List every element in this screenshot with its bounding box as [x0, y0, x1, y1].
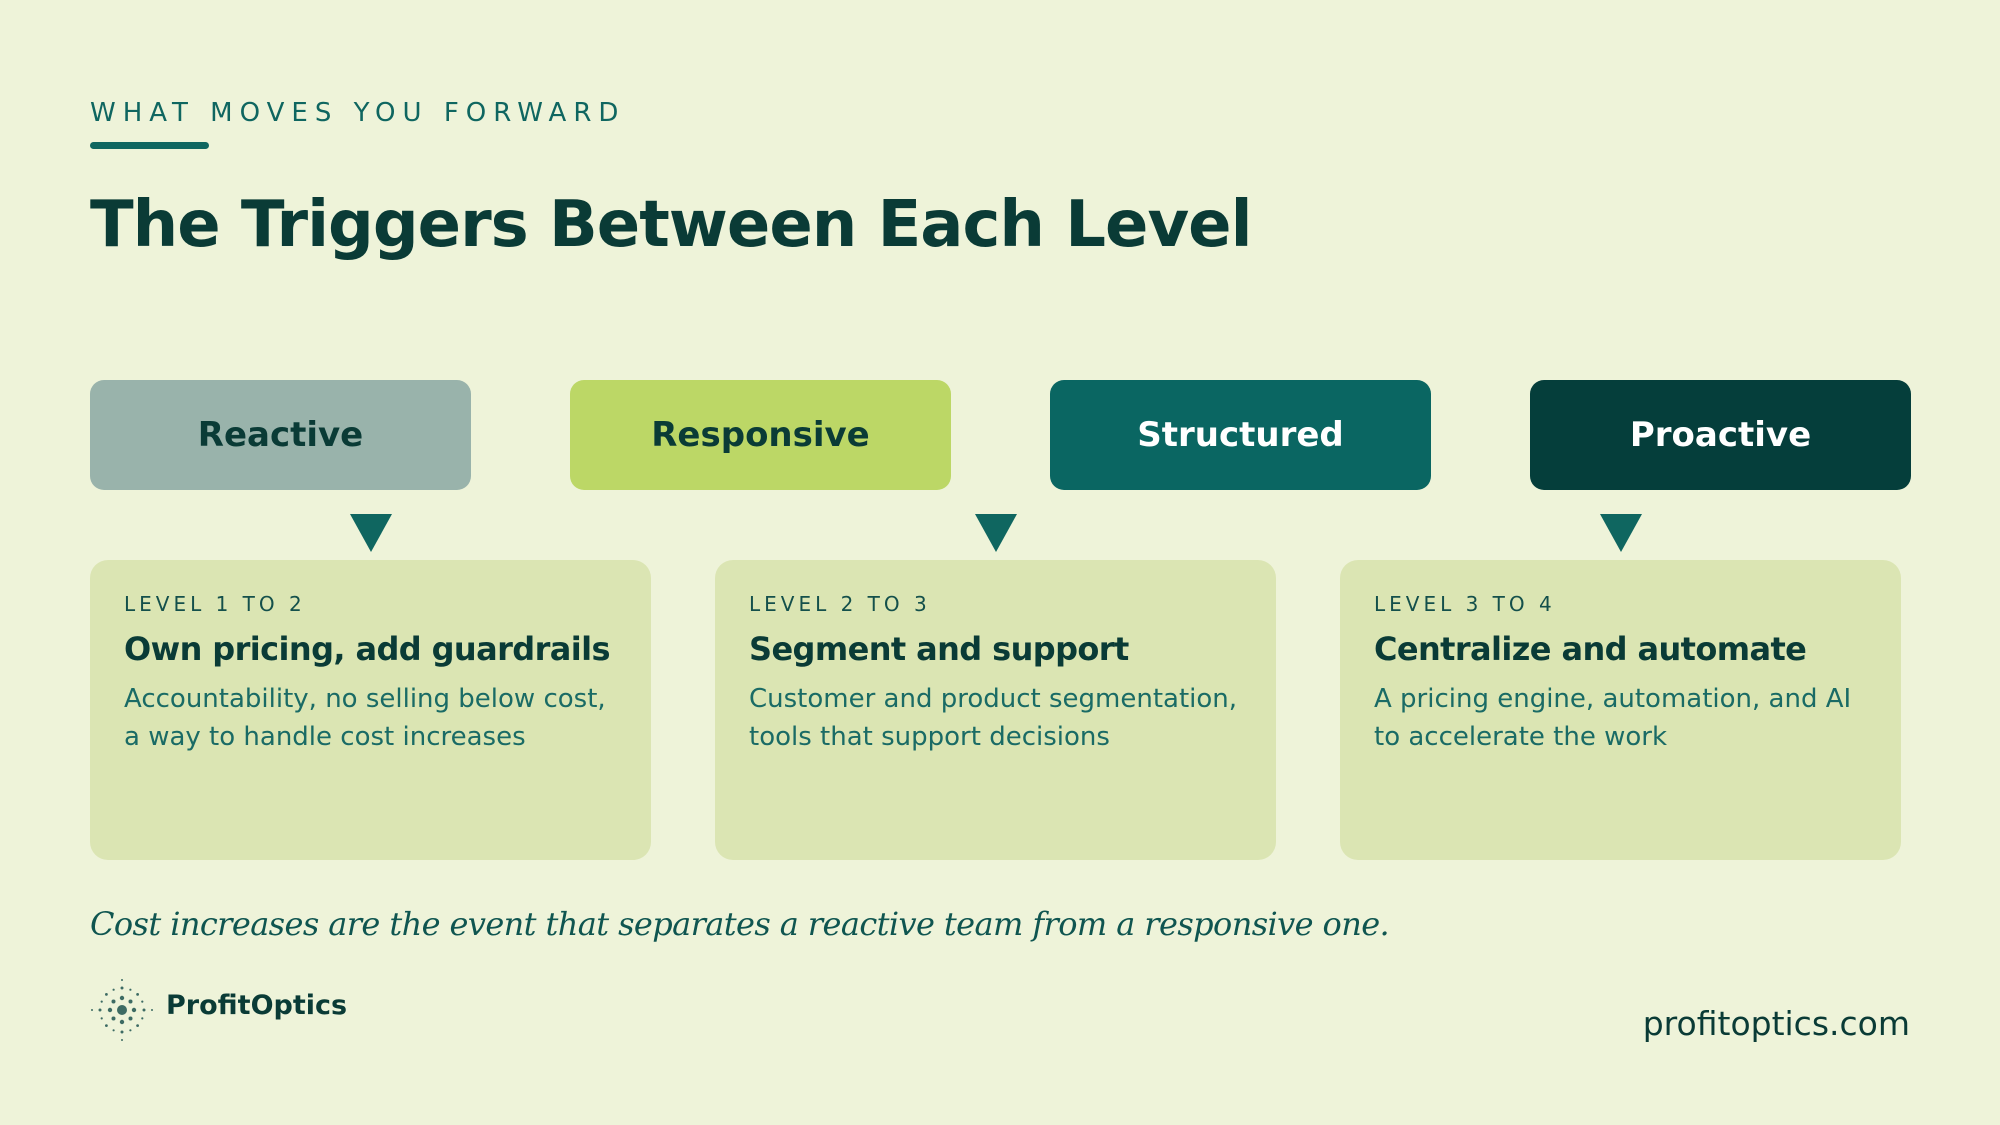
trigger-description: Accountability, no selling below cost, a… — [124, 684, 606, 752]
page-title: The Triggers Between Each Level — [90, 188, 1252, 262]
level-responsive: Responsive — [570, 380, 951, 490]
down-arrow-icon — [350, 514, 392, 552]
level-label: Responsive — [651, 415, 870, 455]
eyebrow-underline — [90, 142, 209, 149]
trigger-eyebrow: LEVEL 3 TO 4 — [1374, 592, 1556, 616]
level-label: Proactive — [1629, 415, 1812, 455]
brand-name: ProfitOptics — [166, 990, 348, 1021]
level-label: Reactive — [197, 415, 364, 455]
trigger-card-level-3-to-4: LEVEL 3 TO 4 Centralize and automate A p… — [1340, 560, 1901, 860]
level-proactive: Proactive — [1530, 380, 1911, 490]
trigger-heading: Segment and support — [749, 630, 1129, 668]
trigger-card-level-2-to-3: LEVEL 2 TO 3 Segment and support Custome… — [715, 560, 1276, 860]
level-label: Structured — [1137, 415, 1344, 455]
down-arrow-icon — [975, 514, 1017, 552]
trigger-description: Customer and product segmentation, tools… — [749, 684, 1238, 752]
level-structured: Structured — [1050, 380, 1431, 490]
level-reactive: Reactive — [90, 380, 471, 490]
section-eyebrow: WHAT MOVES YOU FORWARD — [90, 98, 626, 128]
trigger-heading: Own pricing, add guardrails — [124, 630, 611, 668]
trigger-eyebrow: LEVEL 1 TO 2 — [124, 592, 306, 616]
footnote: Cost increases are the event that separa… — [90, 905, 1390, 943]
radial-dots-logo-icon — [91, 979, 153, 1041]
down-arrow-icon — [1600, 514, 1642, 552]
trigger-heading: Centralize and automate — [1374, 630, 1807, 668]
website-link[interactable]: profitoptics.com — [1642, 1004, 1910, 1043]
trigger-card-level-1-to-2: LEVEL 1 TO 2 Own pricing, add guardrails… — [90, 560, 651, 860]
trigger-eyebrow: LEVEL 2 TO 3 — [749, 592, 931, 616]
trigger-description: A pricing engine, automation, and AI to … — [1374, 684, 1852, 752]
